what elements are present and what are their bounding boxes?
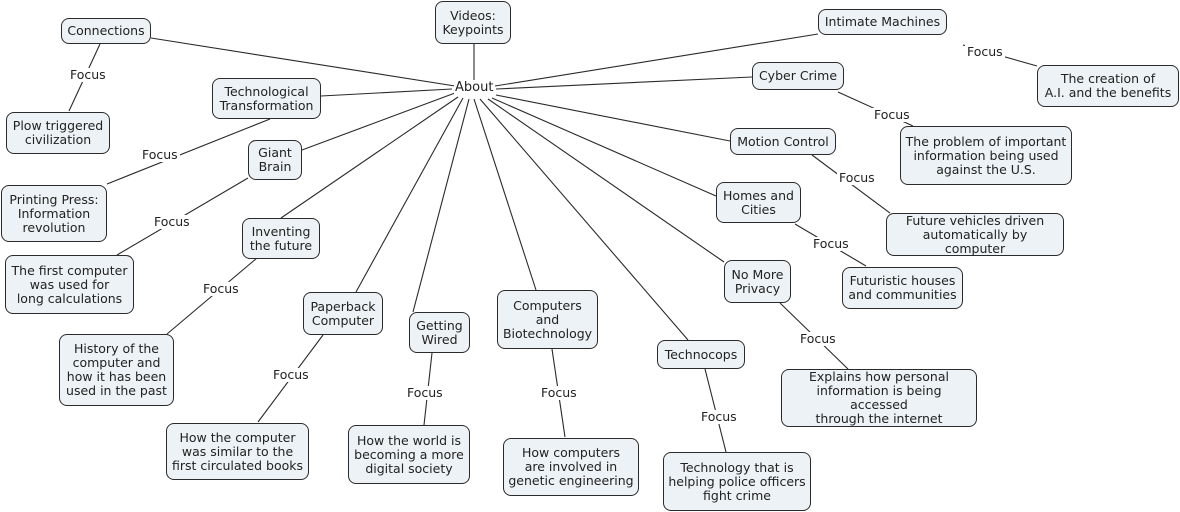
connector-line <box>495 76 753 90</box>
topic-paperback-computer[interactable]: Paperback Computer <box>303 292 383 335</box>
connector-line <box>494 33 819 87</box>
topic-cyber-crime[interactable]: Cyber Crime <box>752 62 844 90</box>
connector-line <box>479 98 689 341</box>
focus-digital-society[interactable]: How the world is becoming a more digital… <box>348 425 470 484</box>
link-label-focus: Focus <box>68 67 108 82</box>
link-label-focus: Focus <box>872 107 912 122</box>
focus-history-of-computer[interactable]: History of the computer and how it has b… <box>59 334 174 406</box>
topic-no-more-privacy[interactable]: No More Privacy <box>724 260 791 303</box>
focus-printing-press[interactable]: Printing Press: Information revolution <box>1 185 107 242</box>
topic-computers-and-biotechnology[interactable]: Computers and Biotechnology <box>497 290 598 349</box>
connector-line <box>487 98 725 263</box>
topic-technocops[interactable]: Technocops <box>657 340 745 369</box>
connector-line <box>301 92 456 151</box>
connector-line <box>495 94 731 142</box>
link-label-focus: Focus <box>152 214 192 229</box>
connector-line <box>320 88 453 97</box>
focus-computer-similar-books[interactable]: How the computer was similar to the firs… <box>166 423 309 480</box>
focus-plow-triggered-civilization[interactable]: Plow triggered civilization <box>6 112 110 154</box>
topic-giant-brain[interactable]: Giant Brain <box>248 140 302 180</box>
topic-getting-wired[interactable]: Getting Wired <box>409 312 470 353</box>
link-label-focus: Focus <box>271 367 311 382</box>
link-label-focus: Focus <box>201 281 241 296</box>
connector-line <box>473 98 537 291</box>
connector-line <box>280 96 459 219</box>
connector-line <box>106 118 271 185</box>
topic-technological-transformation[interactable]: Technological Transformation <box>212 78 321 119</box>
connector-line <box>412 98 470 313</box>
link-label-focus: Focus <box>811 236 851 251</box>
focus-future-vehicles[interactable]: Future vehicles driven automatically by … <box>886 213 1064 256</box>
topic-videos-keypoints[interactable]: Videos: Keypoints <box>435 1 511 44</box>
focus-personal-information-accessed[interactable]: Explains how personal information is bei… <box>781 369 977 427</box>
link-label-focus: Focus <box>837 170 877 185</box>
topic-intimate-machines[interactable]: Intimate Machines <box>818 9 947 35</box>
focus-creation-of-ai[interactable]: The creation of A.I. and the benefits <box>1037 65 1179 107</box>
focus-genetic-engineering[interactable]: How computers are involved in genetic en… <box>503 438 639 496</box>
topic-motion-control[interactable]: Motion Control <box>730 128 836 155</box>
focus-problem-important-information[interactable]: The problem of important information bei… <box>900 126 1072 185</box>
connector-line <box>166 257 258 335</box>
focus-futuristic-houses[interactable]: Futuristic houses and communities <box>842 267 963 309</box>
topic-connections[interactable]: Connections <box>61 18 151 44</box>
connector-line <box>355 97 464 293</box>
focus-police-officers[interactable]: Technology that is helping police office… <box>663 452 811 511</box>
link-label-focus: Focus <box>699 409 739 424</box>
link-label-focus: Focus <box>798 331 838 346</box>
topic-inventing-the-future[interactable]: Inventing the future <box>242 218 320 259</box>
topic-homes-and-cities[interactable]: Homes and Cities <box>716 182 801 223</box>
link-label-focus: Focus <box>140 147 180 162</box>
connector-line <box>150 37 456 87</box>
link-label-focus: Focus <box>405 385 445 400</box>
focus-first-computer-calculations[interactable]: The first computer was used for long cal… <box>5 255 134 314</box>
center-node-about[interactable]: About <box>454 80 495 95</box>
link-label-focus: Focus <box>965 44 1005 59</box>
connector-line <box>491 97 717 197</box>
link-label-focus: Focus <box>539 385 579 400</box>
